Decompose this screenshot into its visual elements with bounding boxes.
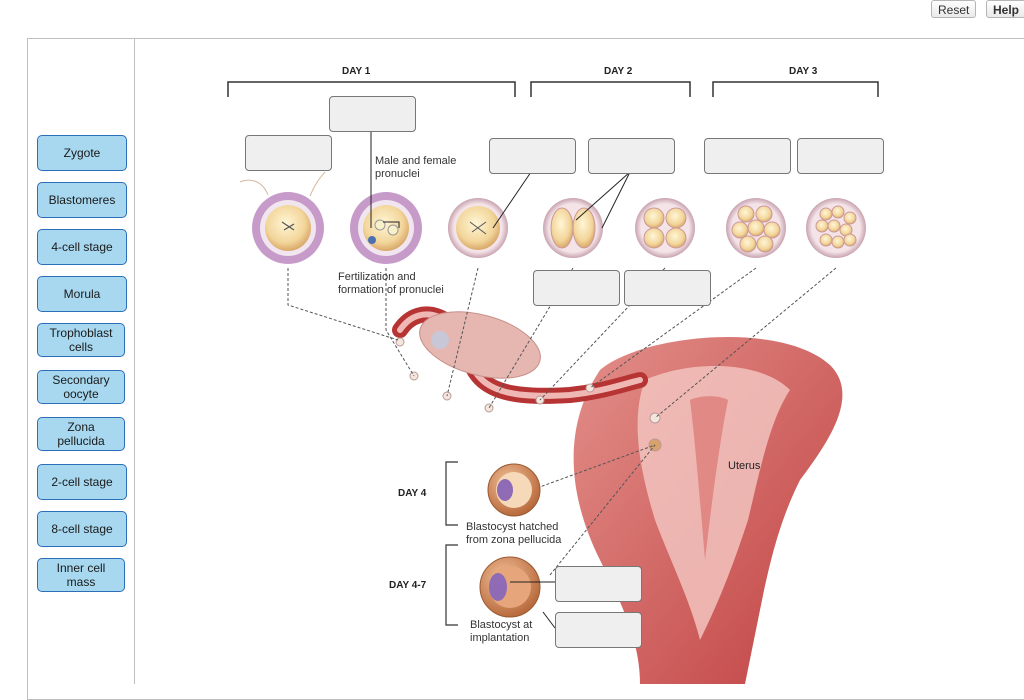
drop-target-day3-left[interactable] — [704, 138, 791, 174]
drop-target-day3-right[interactable] — [797, 138, 884, 174]
sidebar-divider — [134, 38, 135, 684]
drop-target-blastocyst-upper[interactable] — [555, 566, 642, 602]
label-2-cell-stage[interactable]: 2-cell stage — [37, 464, 127, 500]
hatched-text-line2: from zona pellucida — [466, 534, 562, 546]
implant-text-line1: Blastocyst at — [470, 619, 533, 631]
implant-text-line2: implantation — [470, 632, 530, 644]
label-8-cell-stage[interactable]: 8-cell stage — [37, 511, 127, 547]
day2-label: DAY 2 — [604, 66, 633, 77]
label-trophoblast-cells[interactable]: Trophoblast cells — [37, 323, 125, 357]
fertilization-text-line1: Fertilization and — [338, 271, 416, 283]
oocyte-cell-1 — [239, 171, 326, 264]
label-zygote[interactable]: Zygote — [37, 135, 127, 171]
drop-target-day2-top[interactable] — [588, 138, 675, 174]
drop-target-blastocyst-lower[interactable] — [555, 612, 642, 648]
reset-button[interactable]: Reset — [931, 0, 977, 18]
day3-bracket — [712, 81, 879, 97]
day1-bracket — [227, 81, 516, 97]
label-secondary-oocyte[interactable]: Secondary oocyte — [37, 370, 125, 404]
morula-cell — [806, 198, 866, 258]
embryo-development-diagram — [227, 81, 879, 684]
uterus-label: Uterus — [728, 460, 761, 472]
ovary — [419, 311, 541, 379]
pronuclei-text-line1: Male and female — [375, 155, 457, 167]
four-cell-stage-cell — [635, 198, 695, 258]
hatched-text-line1: Blastocyst hatched — [466, 521, 559, 533]
blastocyst-hatched — [487, 463, 541, 517]
label-4-cell-stage[interactable]: 4-cell stage — [37, 229, 127, 265]
drop-target-day1-first[interactable] — [245, 135, 332, 171]
day4-label: DAY 4 — [398, 488, 427, 499]
help-button[interactable]: Help — [986, 0, 1024, 18]
label-blastomeres[interactable]: Blastomeres — [37, 182, 127, 218]
day2-bracket — [530, 81, 691, 97]
pronuclei-text-line2: pronuclei — [375, 168, 420, 180]
zygote-cell — [350, 192, 422, 264]
label-zona-pellucida[interactable]: Zona pellucida — [37, 417, 125, 451]
eight-cell-stage-cell — [726, 198, 786, 258]
zygote-early-cleavage-cell — [448, 198, 508, 258]
day3-label: DAY 3 — [789, 66, 818, 77]
drop-target-pronuclei-top[interactable] — [329, 96, 416, 132]
blastocyst-implantation — [479, 556, 541, 618]
label-morula[interactable]: Morula — [37, 276, 127, 312]
day1-label: DAY 1 — [342, 66, 371, 77]
fertilization-text-line2: formation of pronuclei — [338, 284, 444, 296]
drop-target-day2-bottom-left[interactable] — [533, 270, 620, 306]
two-cell-stage-cell — [543, 198, 603, 258]
drop-target-day2-bottom-right[interactable] — [624, 270, 711, 306]
label-inner-cell-mass[interactable]: Inner cell mass — [37, 558, 125, 592]
day4-7-label: DAY 4-7 — [389, 580, 427, 591]
drop-target-day1-third[interactable] — [489, 138, 576, 174]
